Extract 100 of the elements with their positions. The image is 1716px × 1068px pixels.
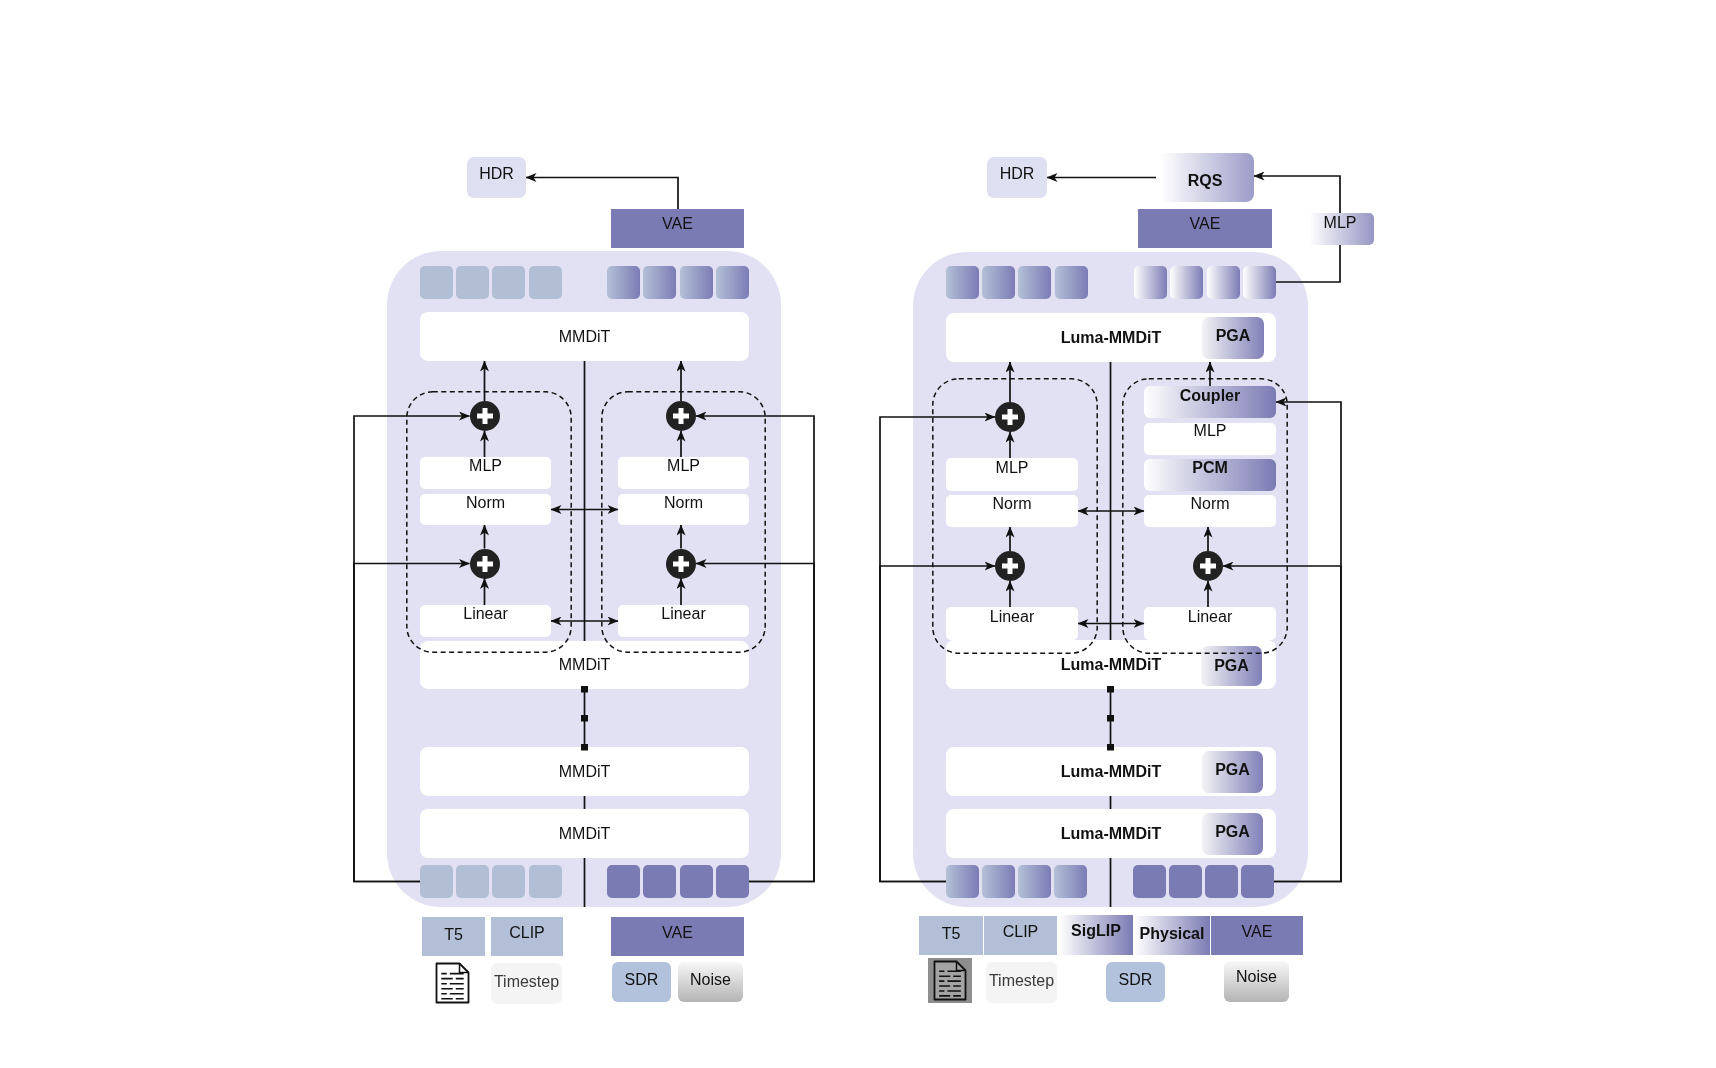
token-block bbox=[643, 266, 676, 299]
connector-line bbox=[583, 795, 586, 810]
double-arrow bbox=[550, 505, 619, 514]
module-block bbox=[618, 605, 749, 637]
layer-name: Luma-MMDiT bbox=[1060, 824, 1162, 843]
backbone-panel bbox=[387, 251, 781, 907]
layer-name: Luma-MMDiT bbox=[1060, 328, 1162, 347]
layer-block bbox=[946, 809, 1276, 858]
token-block bbox=[982, 266, 1015, 299]
arrow bbox=[879, 561, 996, 883]
layer-block bbox=[420, 809, 749, 858]
module-name: PGA bbox=[1215, 823, 1250, 841]
token-block bbox=[607, 865, 640, 898]
plus-circle-icon bbox=[666, 401, 696, 431]
plus-circle-icon bbox=[1193, 551, 1223, 581]
encoder-name: VAE bbox=[662, 214, 693, 233]
arrow bbox=[676, 430, 686, 458]
layer-block bbox=[946, 640, 1276, 689]
token-block bbox=[946, 865, 979, 898]
layer-block bbox=[946, 747, 1276, 796]
arrow bbox=[1005, 580, 1015, 608]
module-name: Linear bbox=[463, 605, 508, 623]
arrow bbox=[1222, 561, 1342, 883]
connector-line bbox=[1109, 361, 1112, 641]
dashed-group bbox=[1122, 378, 1288, 654]
arrow bbox=[1203, 526, 1213, 552]
module-name: PGA bbox=[1215, 327, 1251, 345]
encoder-block bbox=[1059, 915, 1133, 955]
input-block bbox=[1106, 962, 1165, 1002]
module-name: Linear bbox=[989, 607, 1035, 626]
encoder-name: SigLIP bbox=[1071, 922, 1121, 940]
token-block bbox=[1170, 266, 1203, 299]
arrow bbox=[695, 559, 815, 883]
arrow bbox=[480, 430, 489, 458]
input-label: SDR bbox=[1118, 971, 1153, 989]
module-block bbox=[420, 605, 551, 637]
module-block bbox=[1201, 646, 1262, 686]
connector-line bbox=[583, 360, 586, 642]
encoder-block bbox=[422, 917, 485, 956]
module-name: MLP bbox=[1193, 422, 1227, 440]
arrow bbox=[480, 524, 489, 550]
plus-circle-icon bbox=[666, 548, 696, 579]
output-label: HDR bbox=[999, 164, 1035, 183]
arrow bbox=[676, 577, 686, 606]
token-block bbox=[982, 865, 1015, 898]
arrow bbox=[1005, 431, 1015, 459]
arrow bbox=[353, 559, 471, 883]
module-block bbox=[946, 458, 1078, 491]
encoder-name: CLIP bbox=[1002, 922, 1039, 941]
arrow bbox=[1046, 173, 1157, 182]
encoder-block bbox=[611, 209, 744, 248]
output-box bbox=[467, 157, 526, 198]
layer-block bbox=[946, 313, 1276, 362]
input-block bbox=[1224, 961, 1289, 1002]
plus-circle-icon bbox=[469, 401, 500, 431]
encoder-name: T5 bbox=[941, 924, 961, 943]
layer-block bbox=[420, 641, 749, 689]
module-block bbox=[946, 607, 1078, 640]
token-block bbox=[492, 266, 525, 299]
plus-circle-icon bbox=[995, 402, 1025, 432]
module-block bbox=[1202, 317, 1264, 359]
ellipsis-connector bbox=[581, 686, 588, 751]
layer-name: MMDiT bbox=[558, 327, 611, 346]
input-label: SDR bbox=[624, 971, 659, 989]
layer-name: Luma-MMDiT bbox=[1060, 762, 1162, 781]
connector-line bbox=[1109, 795, 1112, 810]
token-block bbox=[492, 865, 525, 898]
module-block bbox=[1202, 813, 1263, 855]
token-block bbox=[1207, 266, 1240, 299]
token-block bbox=[680, 865, 713, 898]
module-name: RQS bbox=[1187, 171, 1223, 190]
encoder-block bbox=[919, 916, 983, 955]
token-block bbox=[1018, 865, 1051, 898]
arrow bbox=[1005, 526, 1015, 552]
plus-circle-icon bbox=[469, 548, 500, 579]
token-block bbox=[456, 865, 489, 898]
arrow bbox=[1005, 361, 1015, 403]
input-label: Noise bbox=[690, 971, 731, 989]
module-name: MLP bbox=[667, 457, 700, 475]
encoder-block bbox=[1138, 209, 1272, 248]
module-name: Norm bbox=[663, 493, 704, 512]
dashed-group bbox=[601, 391, 766, 653]
plus-circle-icon bbox=[995, 551, 1025, 581]
module-block bbox=[618, 457, 749, 489]
module-name: MLP bbox=[469, 457, 502, 475]
module-block bbox=[420, 494, 551, 525]
token-block bbox=[1054, 865, 1087, 898]
connector-line bbox=[1109, 857, 1112, 908]
token-block bbox=[607, 266, 640, 299]
module-name: Coupler bbox=[1179, 387, 1241, 405]
encoder-name: CLIP bbox=[509, 923, 545, 942]
module-block bbox=[1144, 495, 1276, 527]
token-block bbox=[420, 865, 453, 898]
connector-line bbox=[583, 857, 586, 908]
arrow bbox=[1205, 361, 1215, 387]
output-box bbox=[987, 157, 1047, 198]
token-block bbox=[1134, 266, 1167, 299]
module-name: Linear bbox=[1187, 607, 1233, 626]
double-arrow bbox=[1077, 619, 1145, 628]
module-block bbox=[420, 457, 551, 489]
